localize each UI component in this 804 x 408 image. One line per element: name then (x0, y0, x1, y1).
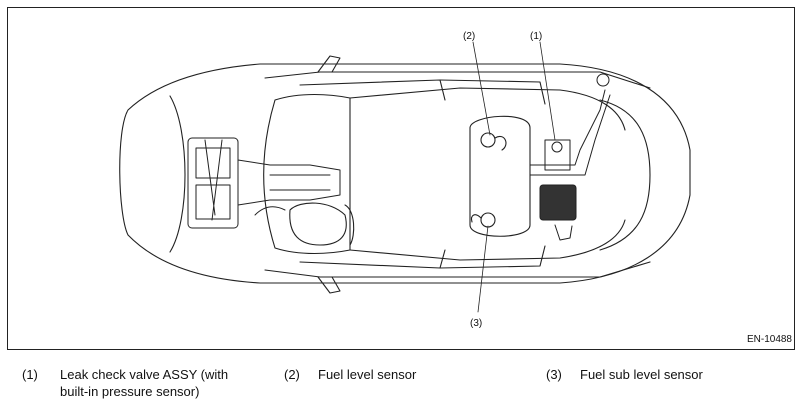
legend-text-line-1: Fuel sub level sensor (580, 367, 703, 382)
fuel-tank (469, 115, 531, 237)
door-line-upper-2 (439, 79, 546, 105)
callout-2: (2) (463, 31, 475, 42)
door-line-lower (299, 249, 446, 269)
door-line-lower-2 (439, 245, 546, 269)
cabin-roof-upper (349, 87, 626, 131)
seat (289, 202, 347, 246)
rear-window (599, 99, 651, 251)
cabin-roof-lower (349, 219, 626, 261)
fuel-level-sensor (480, 132, 496, 148)
door-line-upper (299, 79, 446, 101)
legend-text-line-1: Leak check valve ASSY (with (60, 367, 229, 382)
engine-assembly (187, 137, 341, 229)
callout-1: (1) (530, 31, 542, 42)
windshield (263, 94, 351, 254)
sill-lower (264, 261, 651, 278)
hood-line (169, 95, 186, 253)
sub-sensor-wire (471, 214, 482, 223)
seat-back (344, 204, 355, 246)
diagram-frame (7, 7, 795, 350)
legend-number: (1) (22, 367, 38, 382)
mirror-upper (317, 55, 341, 73)
sensor-wire (494, 136, 507, 151)
leader-line-2 (472, 41, 491, 136)
canister-assembly (529, 73, 611, 241)
mirror-lower (317, 276, 341, 294)
legend-number: (3) (546, 367, 562, 382)
callout-3: (3) (470, 318, 482, 329)
sill-upper (264, 71, 651, 89)
leader-line-3 (477, 225, 489, 313)
legend-text-line-2: built-in pressure sensor) (60, 384, 200, 399)
figure-id: EN-10488 (746, 334, 792, 345)
fuel-sub-level-sensor (480, 212, 496, 228)
car-body-outline (119, 63, 691, 284)
leader-line-1 (539, 41, 556, 141)
legend-text-line-1: Fuel level sensor (318, 367, 417, 382)
legend-number: (2) (284, 367, 300, 382)
